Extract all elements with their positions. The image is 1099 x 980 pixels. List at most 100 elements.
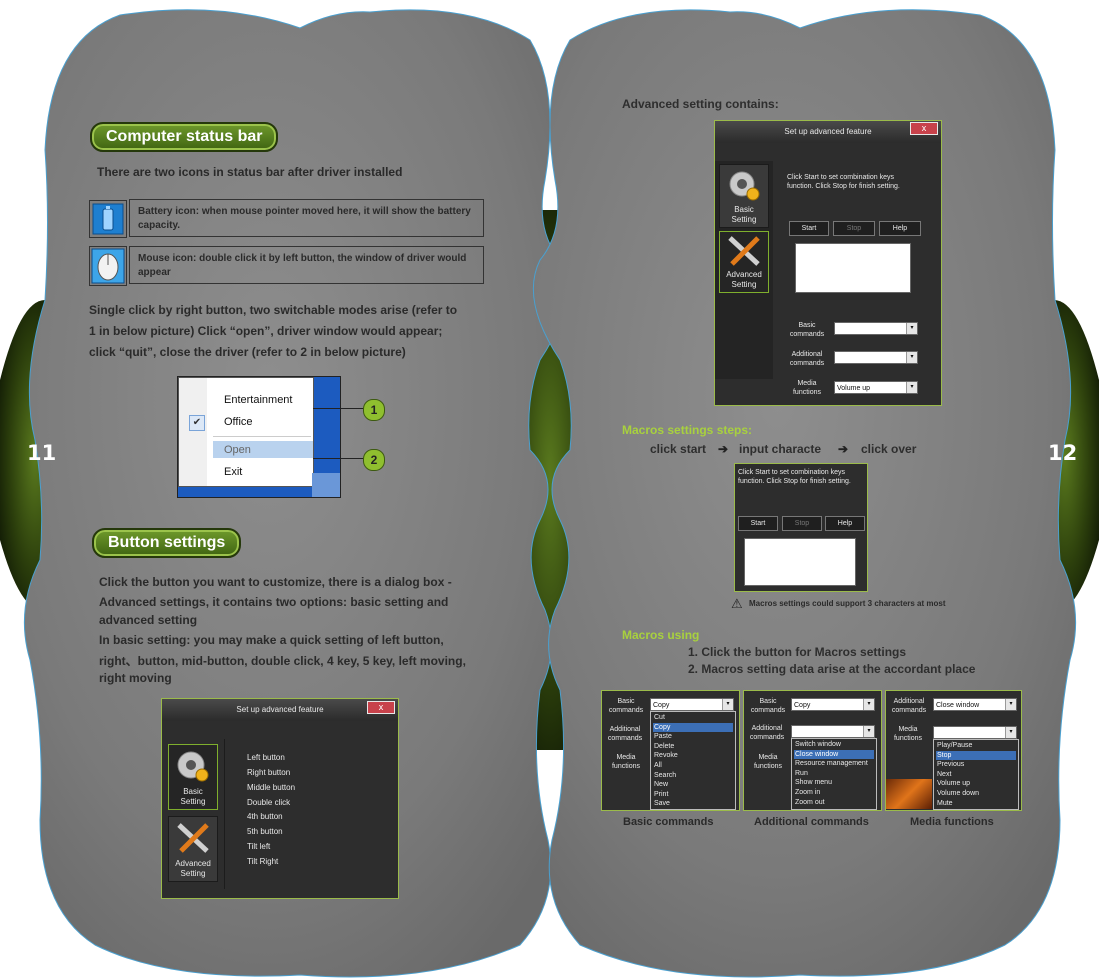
tools-icon: [177, 823, 209, 853]
basic-commands-select[interactable]: ▾: [834, 322, 918, 335]
dialog-title: Set up advanced feature: [715, 121, 941, 143]
list-item[interactable]: Close window: [794, 749, 874, 759]
list-item[interactable]: Print: [654, 790, 669, 798]
option-4th-button[interactable]: 4th button: [247, 812, 283, 821]
option-right-button[interactable]: Right button: [247, 768, 291, 777]
option-5th-button[interactable]: 5th button: [247, 827, 283, 836]
stop-button[interactable]: Stop: [833, 221, 875, 236]
list-item[interactable]: All: [654, 762, 662, 769]
caption-additional-commands: Additional commands: [754, 816, 869, 828]
callout-badge-2: 2: [363, 449, 385, 471]
instruction-line-3: click “quit”, close the driver (refer to…: [89, 345, 406, 359]
start-button[interactable]: Start: [738, 516, 778, 531]
close-icon[interactable]: x: [367, 701, 395, 714]
background-photo-fragment: [886, 779, 932, 809]
advanced-setting-tab[interactable]: Advanced Setting: [168, 816, 218, 882]
menu-item-exit[interactable]: Exit: [224, 466, 243, 478]
chevron-down-icon: ▾: [906, 382, 917, 393]
basic-commands-select[interactable]: Copy▾: [650, 698, 734, 711]
media-functions-select[interactable]: Volume up▾: [834, 381, 918, 394]
macro-input-box[interactable]: [744, 538, 856, 586]
option-tilt-left[interactable]: Tilt left: [247, 842, 271, 851]
checkmark-icon: ✔: [189, 415, 205, 431]
basic-setting-tab[interactable]: Basic Setting: [168, 744, 218, 810]
option-double-click[interactable]: Double click: [247, 798, 291, 807]
button-settings-line-3: advanced setting: [99, 613, 198, 627]
list-item[interactable]: Volume up: [937, 780, 971, 788]
instruction-line-1: Single click by right button, two switch…: [89, 303, 458, 317]
option-left-button[interactable]: Left button: [247, 753, 285, 762]
start-button[interactable]: Start: [789, 221, 829, 236]
list-item[interactable]: Save: [654, 800, 670, 808]
list-item[interactable]: Resource management: [795, 760, 868, 768]
additional-commands-select[interactable]: ▾: [791, 725, 875, 738]
callout-line-1: [313, 408, 365, 409]
list-item[interactable]: Zoom in: [795, 789, 821, 796]
button-settings-heading: Button settings: [92, 528, 242, 558]
close-icon[interactable]: x: [910, 122, 938, 135]
advanced-heading: Advanced setting contains:: [622, 97, 779, 111]
chevron-down-icon: ▾: [1005, 699, 1016, 710]
list-item[interactable]: Run: [795, 769, 808, 777]
chevron-down-icon: ▾: [863, 699, 874, 710]
status-bar-heading: Computer status bar: [90, 122, 279, 152]
chevron-down-icon: ▾: [863, 726, 874, 737]
list-item[interactable]: Volume down: [937, 790, 980, 797]
callout-badge-1: 1: [363, 399, 385, 421]
gear-icon: [729, 171, 760, 201]
caption-basic-commands: Basic commands: [623, 816, 714, 828]
basic-setting-dialog: Set up advanced feature x Basic Setting …: [161, 698, 399, 899]
start-stop-instruction: Click Start to set combination keys func…: [787, 174, 900, 190]
additional-commands-select[interactable]: Close window▾: [933, 698, 1017, 711]
button-settings-line-6: right moving: [99, 671, 172, 685]
list-item[interactable]: Mute: [937, 799, 953, 807]
list-item[interactable]: Next: [937, 770, 952, 778]
list-item[interactable]: Delete: [654, 742, 675, 750]
advanced-setting-tab[interactable]: Advanced Setting: [719, 231, 769, 293]
help-button[interactable]: Help: [825, 516, 865, 531]
option-middle-button[interactable]: Middle button: [247, 783, 296, 792]
basic-setting-tab[interactable]: Basic Setting: [719, 164, 769, 228]
list-item[interactable]: Search: [654, 771, 677, 779]
media-functions-select[interactable]: ▾: [933, 726, 1017, 739]
list-item[interactable]: Stop: [936, 750, 1016, 760]
list-item[interactable]: Previous: [937, 761, 965, 769]
button-settings-line-1: Click the button you want to customize, …: [99, 575, 452, 589]
stop-button[interactable]: Stop: [782, 516, 822, 531]
list-item[interactable]: Zoom out: [795, 798, 825, 806]
list-item[interactable]: Show menu: [795, 779, 832, 787]
list-item[interactable]: Copy: [653, 722, 733, 732]
menu-item-open[interactable]: Open: [224, 444, 251, 456]
list-item[interactable]: Cut: [654, 714, 665, 721]
basic-commands-select[interactable]: Copy▾: [791, 698, 875, 711]
additional-commands-select[interactable]: ▾: [834, 351, 918, 364]
dialog-title: Set up advanced feature: [162, 699, 398, 721]
list-item[interactable]: Paste: [654, 733, 672, 741]
macros-steps-heading: Macros settings steps:: [622, 423, 753, 437]
option-tilt-right[interactable]: Tilt Right: [247, 857, 279, 866]
arrow-right-icon: ➔: [718, 442, 729, 456]
tools-icon: [728, 236, 760, 266]
help-button[interactable]: Help: [879, 221, 921, 236]
list-item[interactable]: Play/Pause: [937, 742, 973, 749]
list-item[interactable]: Revoke: [654, 752, 678, 760]
advanced-setting-label-1: Advanced: [726, 270, 762, 279]
step-input-character: input characte: [739, 442, 822, 456]
macro-steps-panel: Click Start to set combination keys func…: [734, 463, 868, 592]
macro-input-box[interactable]: [795, 243, 911, 293]
menu-item-entertainment[interactable]: Entertainment: [224, 394, 293, 406]
menu-item-office[interactable]: Office: [224, 416, 253, 428]
chevron-down-icon: ▾: [906, 323, 917, 334]
list-item[interactable]: Switch window: [795, 741, 841, 748]
battery-icon-description: Battery icon: when mouse pointer moved h…: [129, 199, 484, 237]
list-item[interactable]: New: [654, 781, 669, 789]
button-settings-line-4: In basic setting: you may make a quick s…: [99, 633, 444, 647]
